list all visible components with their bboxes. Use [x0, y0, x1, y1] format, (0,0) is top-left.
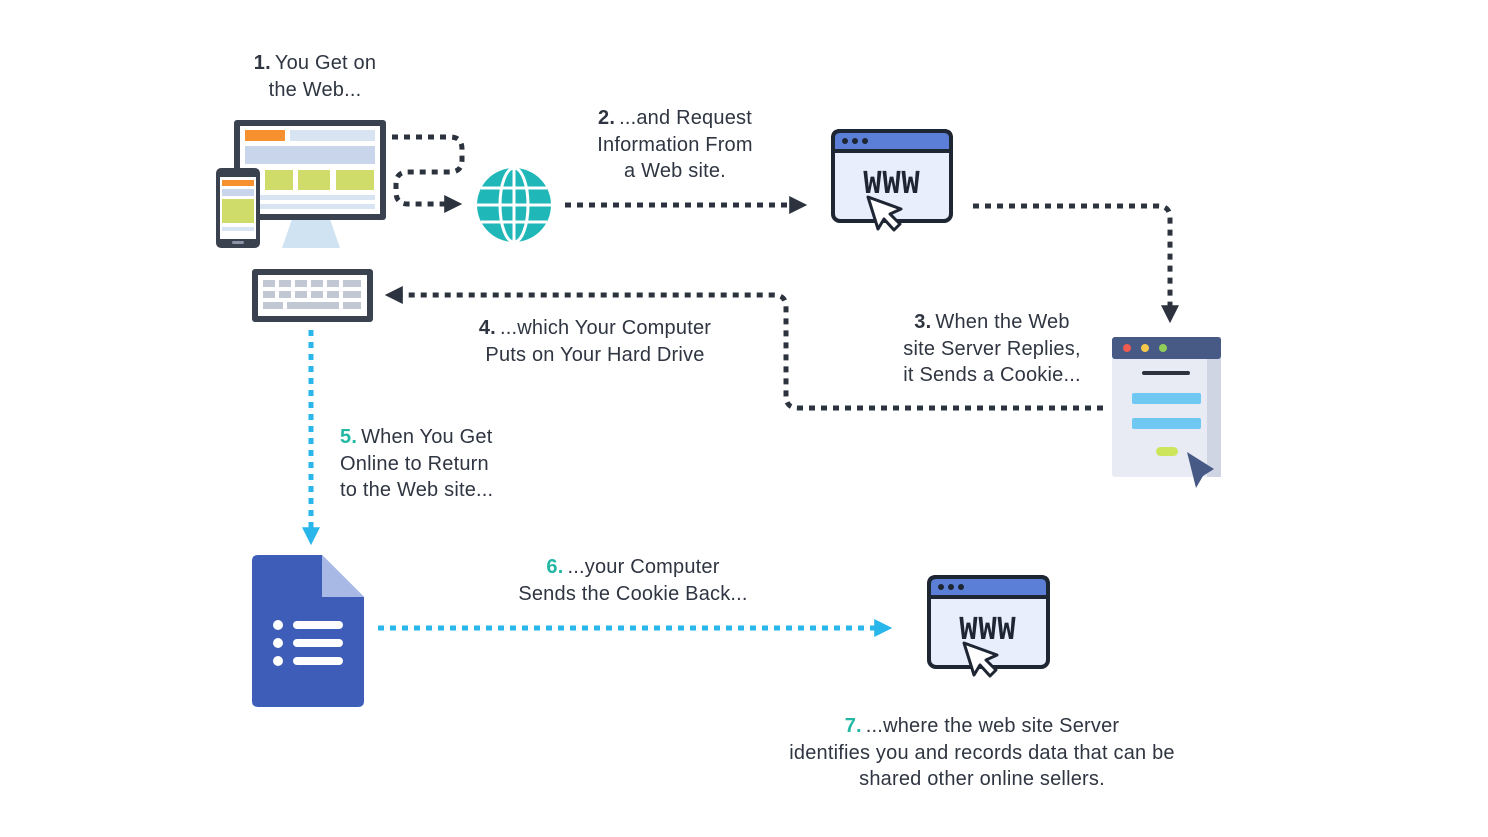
www-browser-icon: WWW — [831, 129, 953, 232]
step-text-line: When the Web — [935, 311, 1070, 333]
step-text-line: Sends the Cookie Back... — [518, 582, 748, 605]
connector-browser-to-server — [973, 203, 1179, 324]
step-6-label: 6....your Computer Sends the Cookie Back… — [493, 554, 773, 607]
step-text-line: ...and Request — [619, 107, 752, 129]
step-text-line: You Get on — [274, 52, 377, 74]
step-text-line: to the Web site... — [340, 479, 494, 501]
step-number: 2. — [598, 107, 616, 129]
document-file-icon — [252, 555, 364, 707]
step-number: 6. — [546, 556, 564, 578]
server-window-icon — [1112, 337, 1221, 488]
step-7-label: 7....where the web site Server identifie… — [732, 713, 1232, 793]
step-text-line: ...where the web site Server — [865, 715, 1120, 737]
step-number: 4. — [478, 317, 496, 339]
step-number: 7. — [844, 715, 862, 737]
keyboard-icon — [252, 269, 373, 322]
step-text-line: the Web... — [268, 78, 362, 101]
step-text-line: identifies you and records data that can… — [789, 741, 1175, 764]
step-text-line: ...your Computer — [567, 556, 720, 578]
step-text-line: Puts on Your Hard Drive — [485, 343, 705, 366]
globe-icon — [477, 166, 551, 244]
step-text-line: a Web site. — [624, 160, 726, 182]
www-browser-icon: WWW — [927, 575, 1050, 678]
step-2-label: 2....and Request Information From a Web … — [560, 105, 790, 185]
browser-www-text: WWW — [863, 166, 920, 201]
step-text-line: shared other online sellers. — [859, 768, 1105, 790]
computer-and-phone-icon — [216, 120, 386, 248]
step-text-line: When You Get — [361, 426, 493, 448]
step-1-label: 1.You Get on the Web... — [230, 50, 400, 103]
step-number: 1. — [253, 52, 271, 74]
step-5-label: 5.When You Get Online to Return to the W… — [340, 424, 560, 504]
connector-devices-to-globe — [392, 134, 465, 213]
step-text-line: ...which Your Computer — [499, 317, 712, 339]
step-4-label: 4....which Your Computer Puts on Your Ha… — [445, 315, 745, 368]
browser-www-text: WWW — [959, 612, 1016, 647]
step-text-line: Information From — [597, 133, 753, 156]
step-number: 5. — [340, 426, 358, 448]
step-text-line: it Sends a Cookie... — [903, 364, 1081, 386]
step-number: 3. — [914, 311, 932, 333]
step-3-label: 3.When the Web site Server Replies, it S… — [872, 309, 1112, 389]
step-text-line: site Server Replies, — [903, 337, 1081, 360]
step-text-line: Online to Return — [340, 452, 489, 475]
